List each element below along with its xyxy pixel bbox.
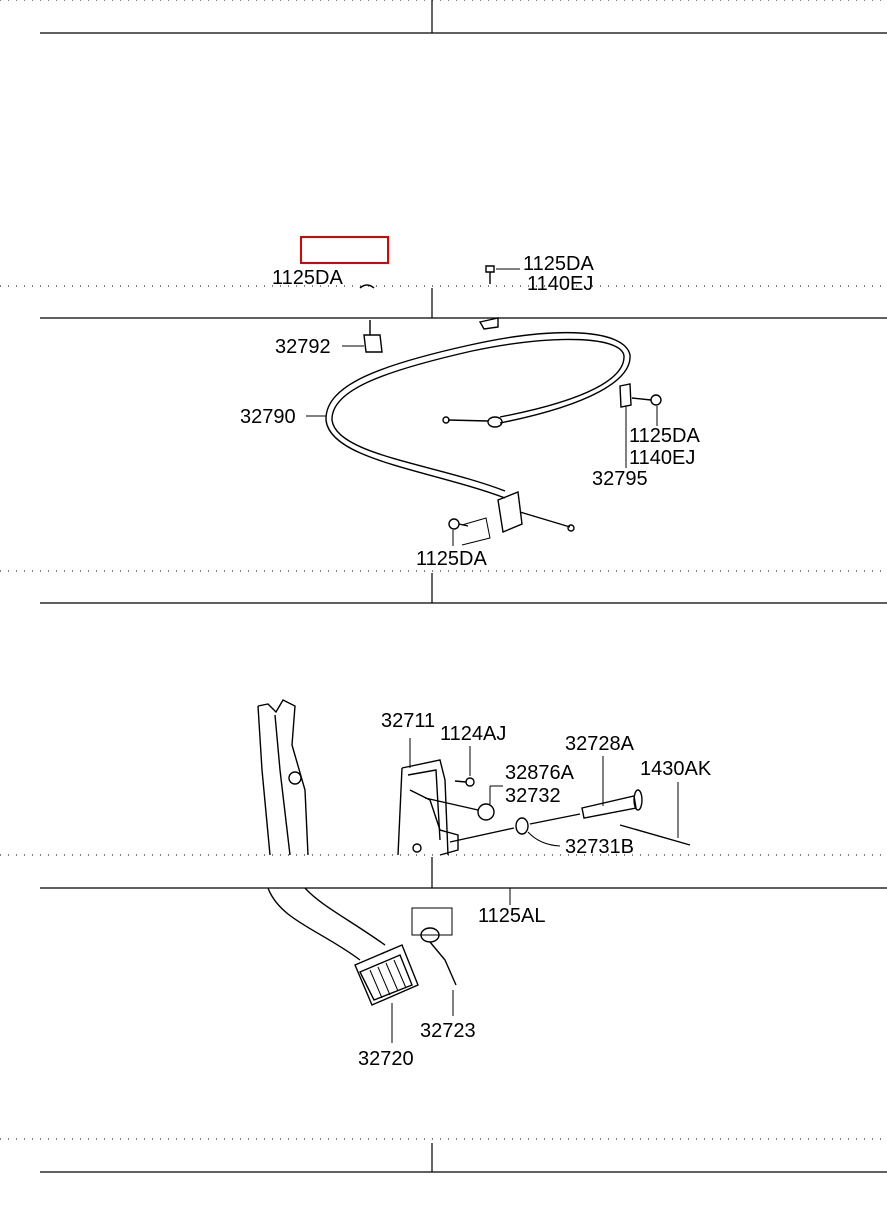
nut-1124AJ [454,746,475,787]
page-separator-5 [0,1138,887,1173]
cable-inner-end [442,416,503,428]
highlight-box[interactable] [300,236,389,264]
label-1125DA-top-right: 1125DA [523,253,594,275]
bracket-32792 [342,320,383,353]
spring-32723 [411,907,457,1016]
top-left-fastener [359,284,375,289]
cable-flange-end [461,491,575,546]
page-separator-2 [0,285,887,319]
washer-32731B [449,813,581,847]
page-separator-4 [0,854,887,889]
pedal-arm [257,699,386,961]
label-32876A: 32876A [505,762,575,784]
pedal-pad-32720 [354,944,419,1043]
label-32790: 32790 [240,406,296,428]
bracket-top-piece [478,317,499,330]
label-1125DA-top-left: 1125DA [272,267,343,289]
label-1140EJ-right: 1140EJ [629,447,695,469]
page-separator-3 [0,570,887,604]
label-1124AJ: 1124AJ [440,723,506,745]
clip-32795 [619,383,662,468]
label-1125DA-bottom: 1125DA [416,548,487,570]
label-1125AL: 1125AL [478,905,545,927]
bottom-bolt-1125DA [448,518,469,546]
label-32711: 32711 [381,710,435,732]
label-32723: 32723 [420,1020,476,1042]
label-1125DA-right: 1125DA [629,425,700,447]
cotter-pin-1430AK [619,782,691,846]
mounting-bracket-32711 [397,738,459,856]
spacer-32732 [424,785,503,821]
page-separator-1 [0,0,887,34]
top-bolt-1125DA [485,265,520,284]
label-32731B: 32731B [565,836,634,858]
accelerator-cable-32790 [306,331,631,499]
label-1140EJ-top-right: 1140EJ [527,273,593,295]
pin-32728A [581,756,643,819]
label-32732: 32732 [505,785,561,807]
label-32795: 32795 [592,468,648,490]
label-32792: 32792 [275,336,331,358]
label-32720: 32720 [358,1048,414,1070]
label-32728A: 32728A [565,733,635,755]
label-1430AK: 1430AK [640,758,712,780]
